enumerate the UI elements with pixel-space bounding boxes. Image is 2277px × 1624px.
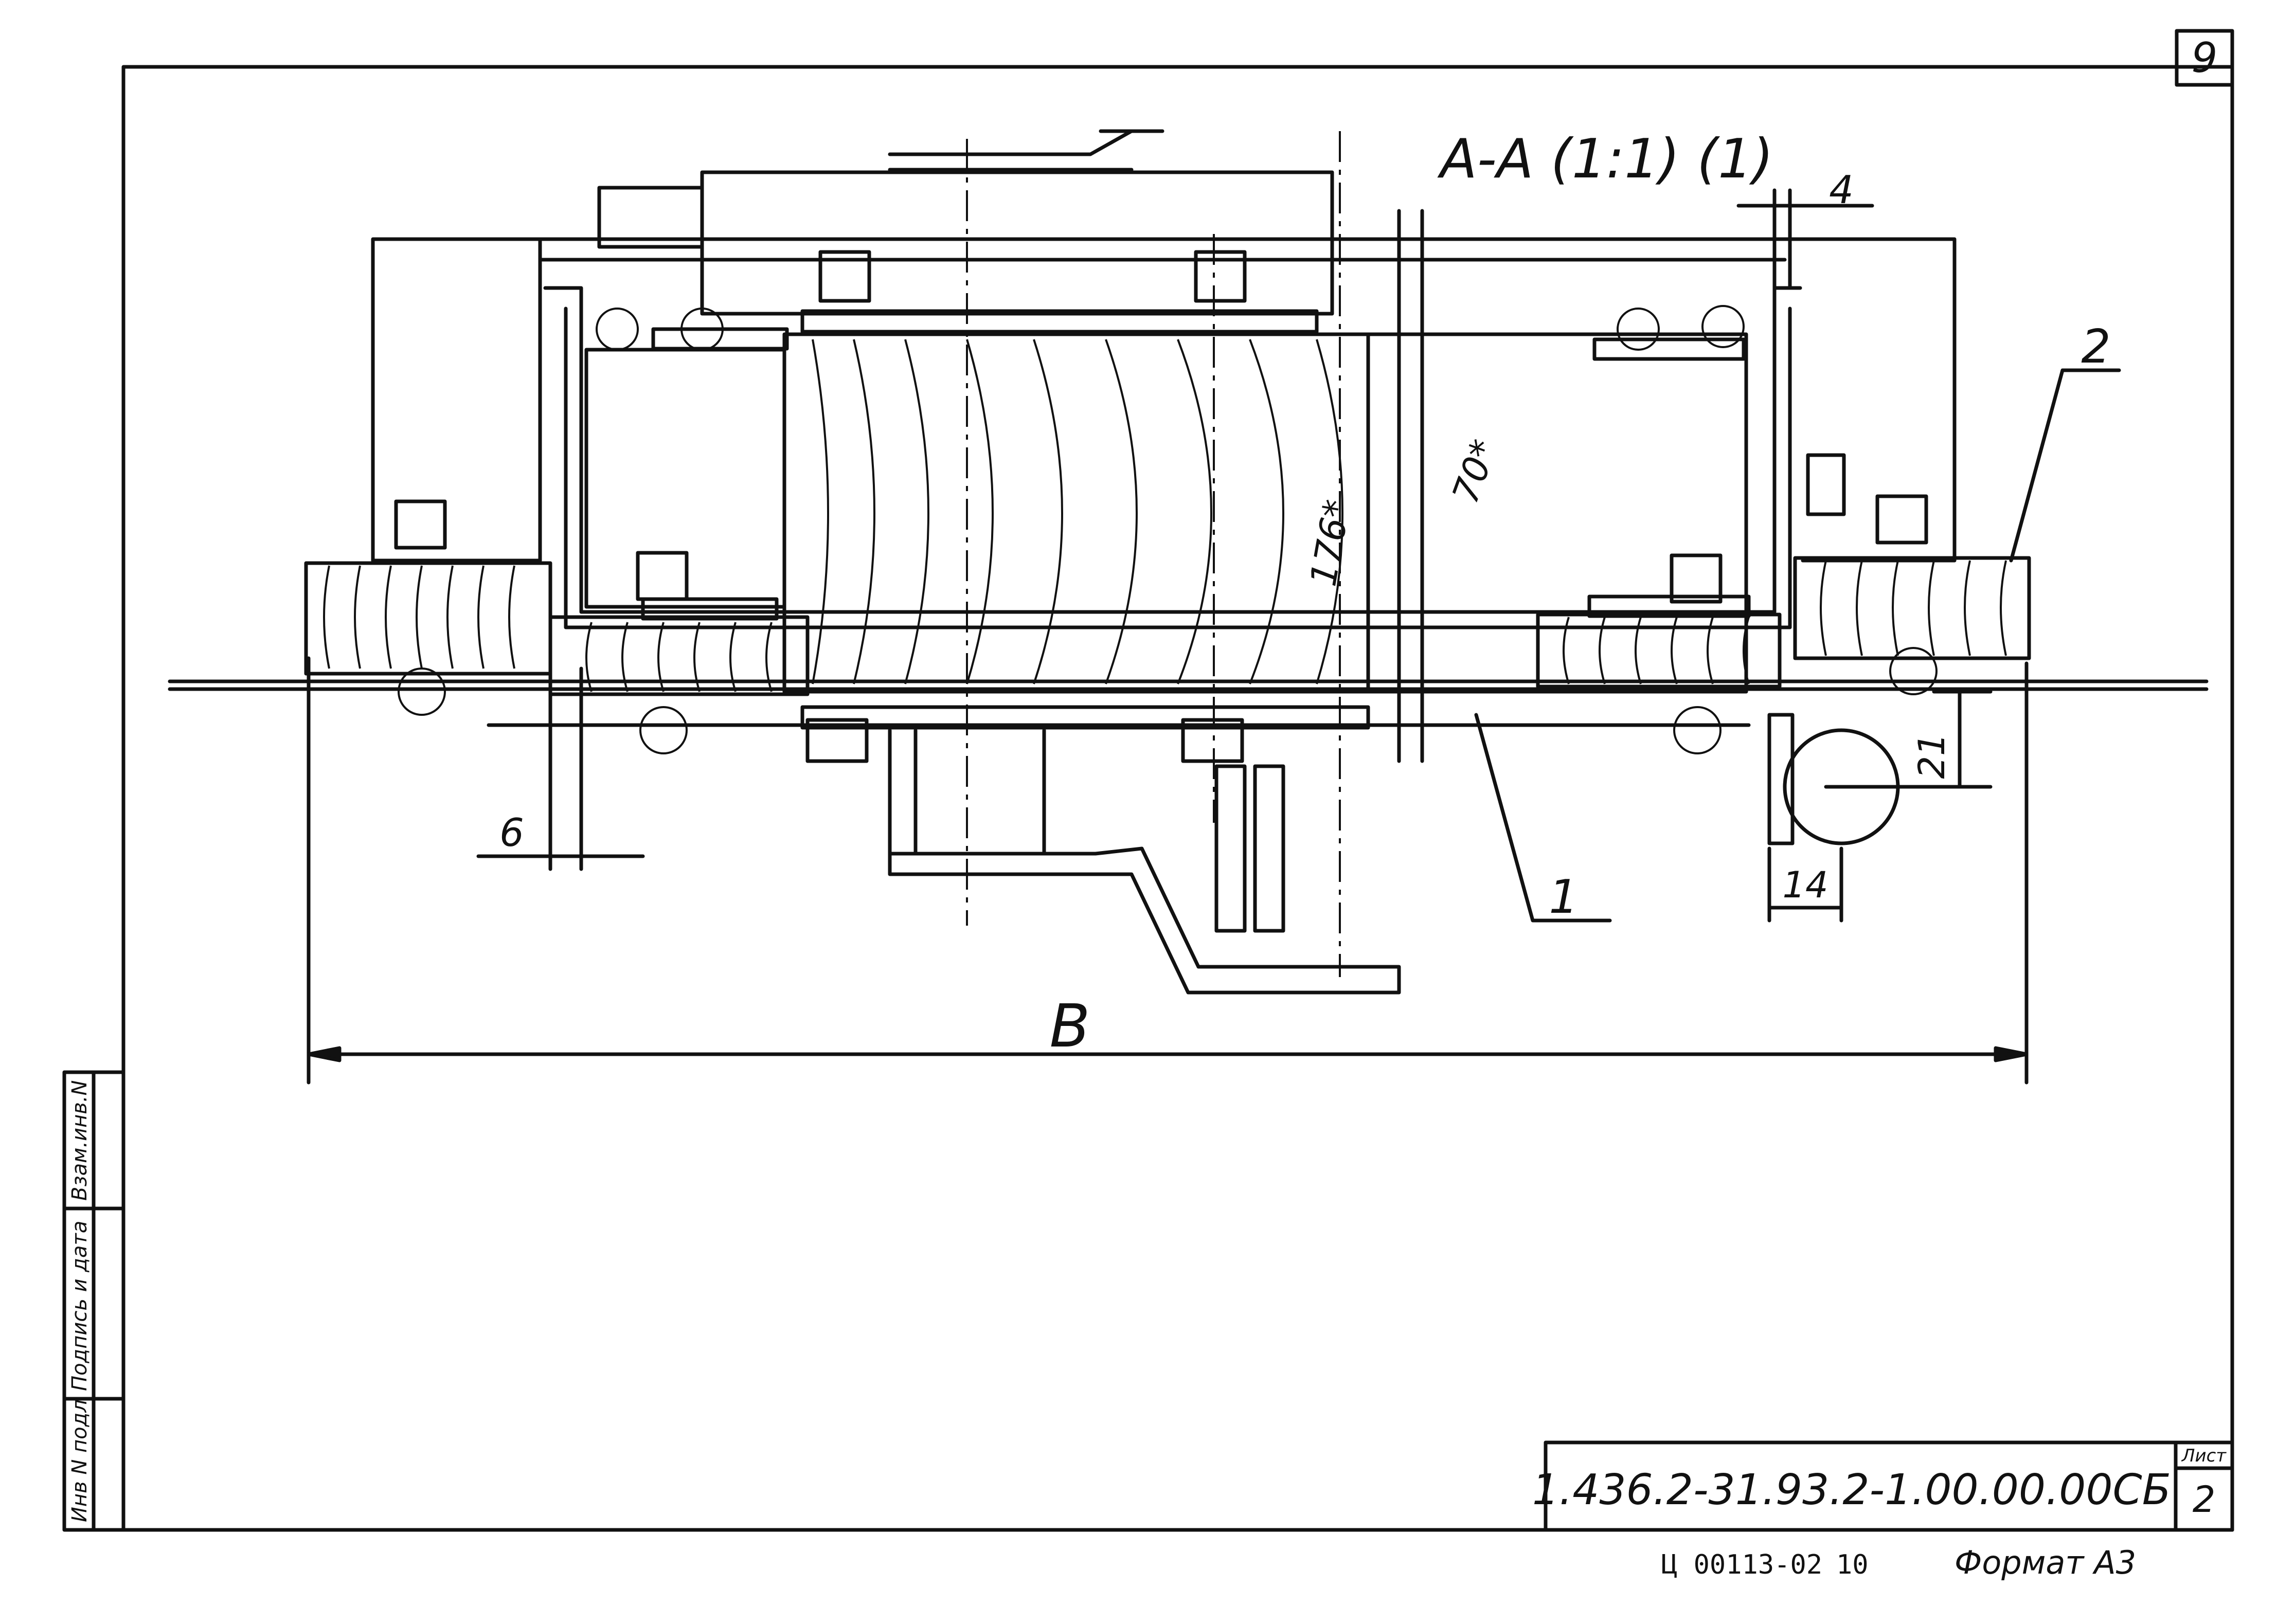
stamp-inv-orig: Инв N подл: [68, 1399, 92, 1522]
sheet-frame: 9: [121, 29, 2234, 1532]
dim-overall: В: [1050, 992, 1090, 1061]
dim-inner-70: 70*: [1444, 434, 1505, 509]
assembly-section: [168, 129, 2209, 995]
callout-part-2: 2: [2081, 320, 2110, 374]
callout-part-1: 1: [1549, 870, 1578, 924]
stamp-sign-date: Подпись и дата: [68, 1221, 92, 1391]
side-stamp: Инв N подл Подпись и дата Взам.инв.N: [62, 1070, 125, 1532]
bolts: [394, 250, 1928, 763]
section-title: А-А (1:1) (1): [1437, 128, 1773, 190]
sheet-label: Лист: [2181, 1446, 2227, 1466]
dim-right-height: 21: [1911, 733, 1953, 779]
drawing-designation: 1.436.2-31.93.2-1.00.00.00СБ: [1532, 1466, 2171, 1514]
title-block: 1.436.2-31.93.2-1.00.00.00СБ Лист 2: [1532, 1440, 2234, 1532]
footer: Ц 00113-02 10 Формат А3: [1661, 1544, 2136, 1581]
dim-right-width: 14: [1782, 864, 1828, 906]
dimension-lines: [307, 188, 2029, 1085]
sheet-corner-number: 9: [2192, 34, 2218, 82]
sheet-value: 2: [2193, 1478, 2216, 1521]
dim-inner-176: 176*: [1302, 497, 1358, 589]
stamp-replace-inv: Взам.инв.N: [68, 1080, 92, 1201]
footer-format: Формат А3: [1955, 1544, 2136, 1581]
dim-gap-top: 4: [1829, 167, 1854, 212]
footer-number: 10: [1836, 1549, 1869, 1580]
footer-code: Ц 00113-02: [1661, 1549, 1822, 1580]
dim-side-left: 6: [499, 810, 524, 855]
